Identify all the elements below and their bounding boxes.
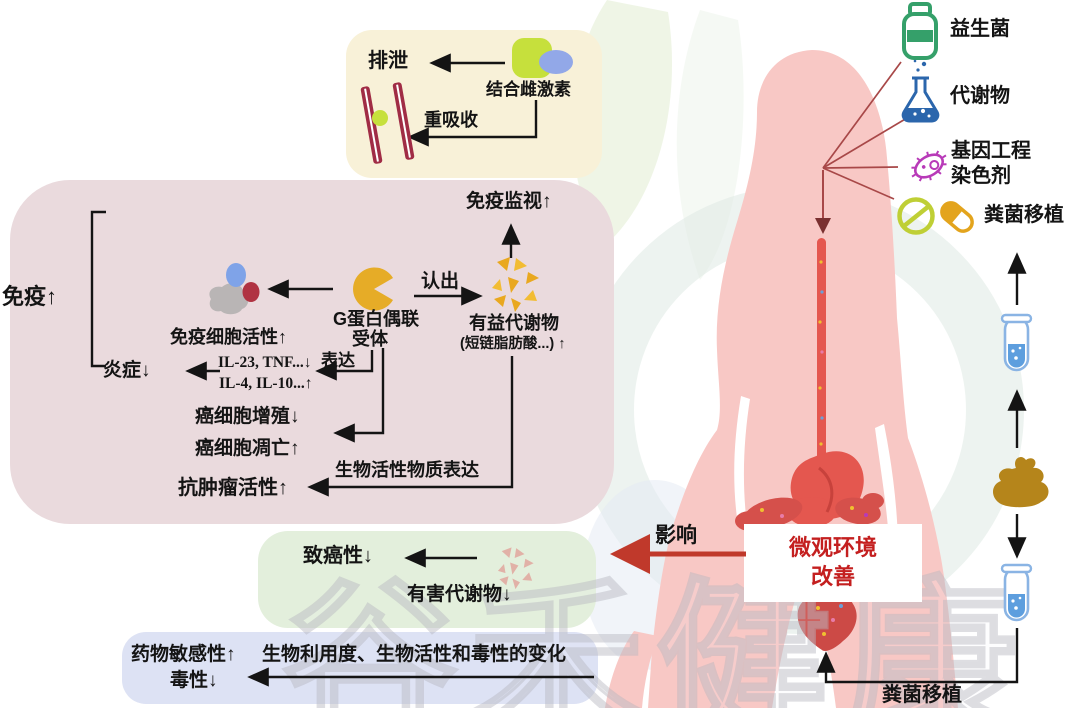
proliferation-label: 癌细胞增殖↓ — [195, 406, 300, 427]
fmt-label: 粪菌移植 — [984, 204, 1064, 226]
scfa-label: (短链脂肪酸...) ↑ — [460, 336, 566, 352]
fmt-capsule-icon — [940, 201, 974, 233]
bioavailability-label: 生物利用度、生物活性和毒性的变化 — [262, 644, 567, 665]
intervention-lines — [815, 61, 908, 234]
apoptosis-label: 癌细胞凋亡↑ — [195, 438, 300, 459]
metabolites-flask-icon — [901, 59, 940, 123]
microenvironment-line2: 改善 — [810, 564, 855, 589]
fmt-bottom-label: 粪菌移植 — [882, 684, 962, 706]
drug-sensitivity-label: 药物敏感性↑ — [131, 644, 236, 665]
esophagus-microbe-dots — [818, 260, 824, 446]
probiotics-bottle-icon — [902, 2, 938, 60]
microenvironment-line1: 微观环境 — [788, 535, 877, 561]
antitumor-label: 抗肿瘤活性↑ — [178, 477, 288, 499]
toxicity-label: 毒性↓ — [170, 670, 218, 691]
leaf-shape-2 — [676, 10, 744, 280]
carcinogenicity-panel — [258, 531, 596, 628]
recognize-label: 认出 — [421, 271, 460, 292]
cell-activity-label: 免疫细胞活性↑ — [170, 327, 287, 347]
metabolites-label: 代谢物 — [950, 85, 1010, 107]
bioactive-label: 生物活性物质表达 — [335, 460, 479, 480]
drug-panel — [122, 632, 598, 704]
beneficial-metabolites-label: 有益代谢物 — [469, 313, 559, 333]
stomach-curve — [818, 466, 834, 513]
microenvironment-card: 微观环境 改善 — [744, 524, 922, 602]
gpcr-label-line1: G蛋白偶联 — [333, 309, 420, 329]
intestine-dots — [760, 506, 868, 518]
fmt-tablet-icon — [897, 197, 935, 235]
inflammation-label: 炎症↓ — [103, 360, 151, 381]
harmful-metabolites-label: 有害代谢物↓ — [407, 584, 512, 605]
reabsorption-label: 重吸收 — [424, 110, 478, 130]
impact-label: 影响 — [655, 524, 697, 547]
surveillance-label: 免疫监视↑ — [466, 191, 552, 212]
gene-label-line2: 染色剂 — [951, 165, 1011, 187]
il-down-label: IL-23, TNF...↓ — [218, 354, 312, 371]
esophagus — [817, 238, 826, 462]
il-up-label: IL-4, IL-10...↑ — [219, 375, 313, 392]
stomach — [790, 451, 864, 519]
gene-label-line1: 基因工程 — [951, 140, 1031, 162]
conjugated-estrogen-label: 结合雌激素 — [486, 80, 571, 99]
probiotics-label: 益生菌 — [950, 18, 1010, 40]
gene-microbe-icon — [911, 150, 947, 182]
excretion-label: 排泄 — [368, 50, 408, 72]
test-tube-icon-top — [1000, 313, 1033, 372]
immunity-label: 免疫↑ — [2, 284, 58, 309]
gpcr-label-line2: 受体 — [352, 329, 388, 349]
expression-label: 表达 — [321, 351, 355, 370]
carcinogenicity-label: 致癌性↓ — [303, 545, 373, 567]
arm-gap-left — [734, 396, 750, 518]
poop-icon — [992, 456, 1049, 508]
